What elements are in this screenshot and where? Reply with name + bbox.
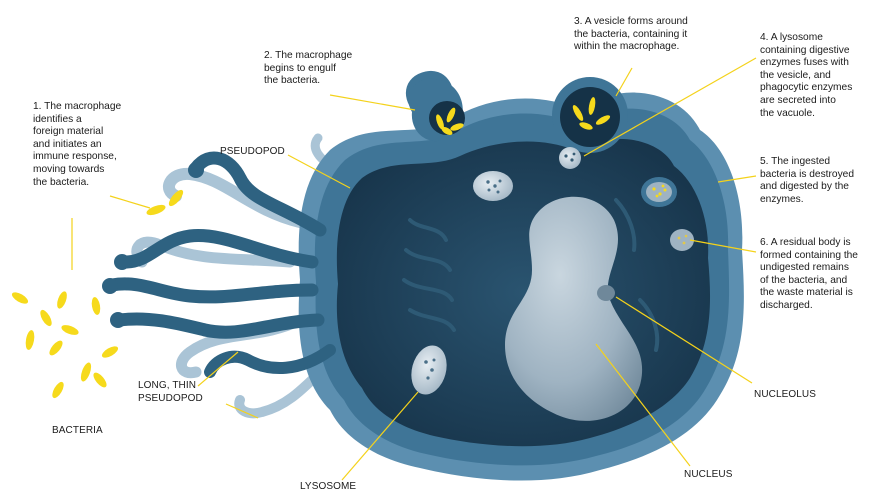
step-6-label: 6. A residual body is formed containing … — [760, 237, 858, 313]
long-thin-pseudopod-label: LONG, THIN PSEUDOPOD — [138, 380, 203, 405]
bacteria-cluster — [10, 290, 120, 400]
step-3-label: 3. A vesicle forms around the bacteria, … — [574, 16, 688, 54]
digestion-vacuole — [641, 177, 677, 207]
nucleus-label: NUCLEUS — [684, 469, 733, 482]
lysosome-upper — [473, 171, 513, 201]
lysosome-label: LYSOSOME — [300, 481, 356, 494]
bacteria-label: BACTERIA — [52, 425, 103, 438]
nucleolus — [597, 285, 615, 301]
engulfing-bud — [408, 75, 465, 141]
nucleolus-label: NUCLEOLUS — [754, 389, 816, 402]
step-5-label: 5. The ingested bacteria is destroyed an… — [760, 156, 854, 206]
step-2-label: 2. The macrophage begins to engulf the b… — [264, 50, 352, 88]
pseudopod-label: PSEUDOPOD — [220, 146, 285, 159]
step-4-label: 4. A lysosome containing digestive enzym… — [760, 32, 852, 120]
step-1-label: 1. The macrophage identifies a foreign m… — [33, 101, 121, 189]
